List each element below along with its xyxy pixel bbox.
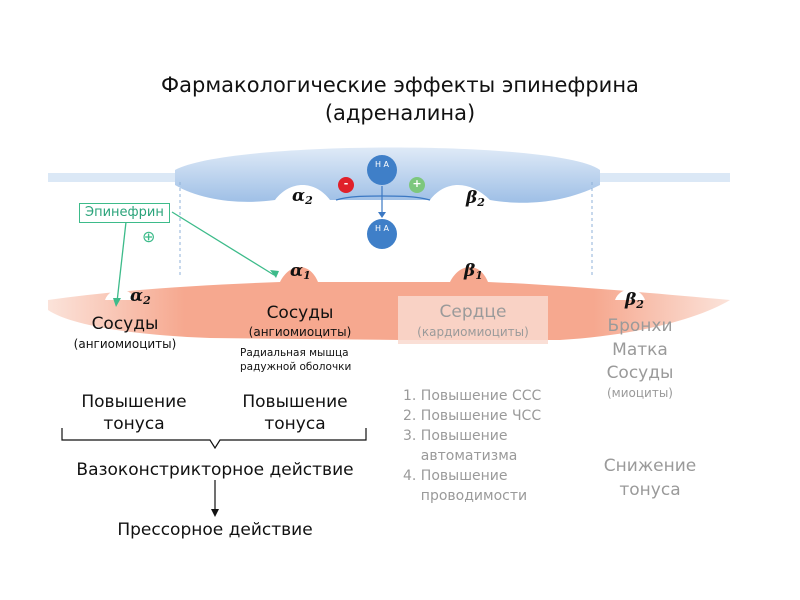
target-bronchi: Бронхи: [607, 316, 673, 336]
target-heart: Сердце: [439, 302, 507, 322]
minus-circle: [338, 177, 354, 193]
minus-sign: -: [343, 177, 349, 190]
target-vessels-left-sub: (ангиомиоциты): [73, 337, 177, 351]
plus-circle: [409, 177, 425, 193]
epinephrine-arrow-alpha1: [171, 211, 275, 276]
effect-tone-down-line2: тонуса: [619, 480, 681, 500]
receptor-alpha2-postsynaptic: α2: [130, 286, 151, 307]
heart-effect-3-cont: автоматизма: [403, 448, 518, 464]
target-myocytes-sub: (миоциты): [607, 386, 673, 400]
iris-line-1: Радиальная мышца: [240, 347, 349, 359]
heart-effect-4: 4. Повышение: [403, 468, 508, 484]
receptor-alpha1: α1: [290, 261, 311, 282]
receptor-alpha2-presynaptic: α2: [292, 186, 313, 207]
heart-highlight-box: [398, 296, 548, 344]
iris-line-2: радужной оболочки: [240, 361, 352, 373]
effect-tone-up-1-line1: Повышение: [81, 392, 187, 412]
target-heart-sub: (кардиомиоциты): [417, 325, 529, 339]
heart-effect-3: 3. Повышение: [403, 428, 508, 444]
epinephrine-label: Эпинефрин: [79, 203, 170, 223]
page-title: Фармакологические эффекты эпинефрина: [161, 73, 639, 97]
heart-effect-4-cont: проводимости: [403, 488, 528, 504]
effect-tone-down-line1: Снижение: [603, 456, 697, 476]
effect-tone-up-1-line2: тонуса: [103, 414, 165, 434]
na-vesicle-bottom: [367, 219, 397, 249]
receptor-beta2-presynaptic: β2: [466, 188, 485, 209]
na-vesicle-top: [367, 155, 397, 185]
plus-sign: +: [412, 177, 422, 190]
receptor-beta2-postsynaptic: β2: [625, 290, 644, 311]
effect-tone-up-2-line1: Повышение: [242, 392, 348, 412]
beta2-right-notch: [615, 289, 645, 300]
heart-effects-list: 1. Повышение ССС 2. Повышение ЧСС 3. Пов…: [403, 386, 541, 506]
target-vessels-middle-sub: (ангиомиоциты): [248, 325, 352, 339]
target-vessels-left: Сосуды: [91, 314, 159, 334]
na-label-bottom: Н А: [374, 224, 390, 233]
page-subtitle: (адреналина): [324, 101, 476, 125]
receptor-beta1: β1: [464, 261, 483, 282]
effect-tone-up-2-line2: тонуса: [264, 414, 326, 434]
na-label-top: Н А: [374, 160, 390, 169]
epinephrine-plus-icon: ⊕: [142, 227, 156, 246]
na-to-alpha2-arrow: [335, 195, 383, 201]
na-to-beta2-arrow: [381, 195, 431, 201]
effects-brace: [61, 428, 367, 450]
heart-effect-1: 1. Повышение ССС: [403, 388, 542, 404]
postsynaptic-membrane: [48, 267, 730, 340]
effect-vasoconstrictor: Вазоконстрикторное действие: [76, 460, 354, 480]
target-uterus: Матка: [612, 340, 668, 360]
alpha2-left-notch: [105, 289, 135, 300]
target-vessels-right: Сосуды: [606, 363, 674, 383]
effect-pressor: Прессорное действие: [117, 520, 313, 540]
target-vessels-middle: Сосуды: [266, 303, 334, 323]
epinephrine-arrow-alpha2: [116, 221, 127, 303]
heart-effect-2: 2. Повышение ЧСС: [403, 408, 542, 424]
